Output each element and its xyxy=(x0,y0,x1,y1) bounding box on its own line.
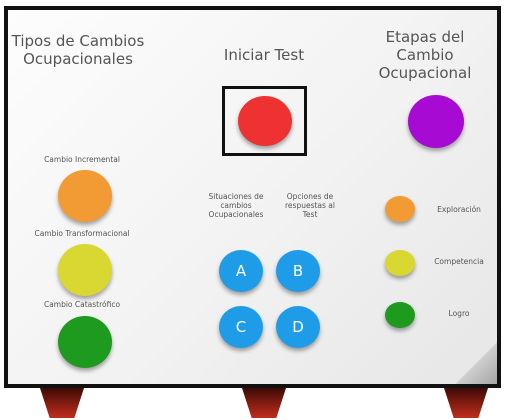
panel-leg-middle xyxy=(242,388,286,418)
iniciar-test-heading: Iniciar Test xyxy=(223,46,305,64)
page-curl xyxy=(451,338,497,384)
panel-leg-left xyxy=(40,388,84,418)
logro-label: Logro xyxy=(448,309,470,318)
cambio-transformacional-button[interactable] xyxy=(58,244,112,296)
option-c-button[interactable]: C xyxy=(219,306,263,348)
option-a-button[interactable]: A xyxy=(219,250,263,292)
panel-legs xyxy=(0,388,506,420)
cambio-catastrofico-label: Cambio Catastrófico xyxy=(43,300,121,309)
start-highlight-box xyxy=(222,86,307,156)
option-b-button[interactable]: B xyxy=(276,250,320,292)
start-test-button[interactable] xyxy=(238,96,292,146)
etapas-heading: Etapas del Cambio Ocupacional xyxy=(378,28,472,82)
cambio-incremental-label: Cambio Incremental xyxy=(44,155,120,164)
cambio-catastrofico-button[interactable] xyxy=(58,316,112,368)
logro-button[interactable] xyxy=(385,302,415,328)
competencia-label: Competencia xyxy=(434,257,484,266)
exploracion-label: Exploración xyxy=(437,205,481,214)
cambio-transformacional-label: Cambio Transformacional xyxy=(34,229,130,238)
situaciones-label: Situaciones de cambios Ocupacionales xyxy=(208,192,264,219)
tipos-cambios-heading: Tipos de Cambios Ocupacionales xyxy=(11,32,145,68)
panel-leg-right xyxy=(444,388,488,418)
cambio-incremental-button[interactable] xyxy=(58,170,112,222)
opciones-label: Opciones de respuestas al Test xyxy=(285,192,335,219)
etapas-cambio-button[interactable] xyxy=(408,95,464,148)
option-d-button[interactable]: D xyxy=(276,306,320,348)
competencia-button[interactable] xyxy=(385,250,415,276)
exploracion-button[interactable] xyxy=(385,196,415,222)
